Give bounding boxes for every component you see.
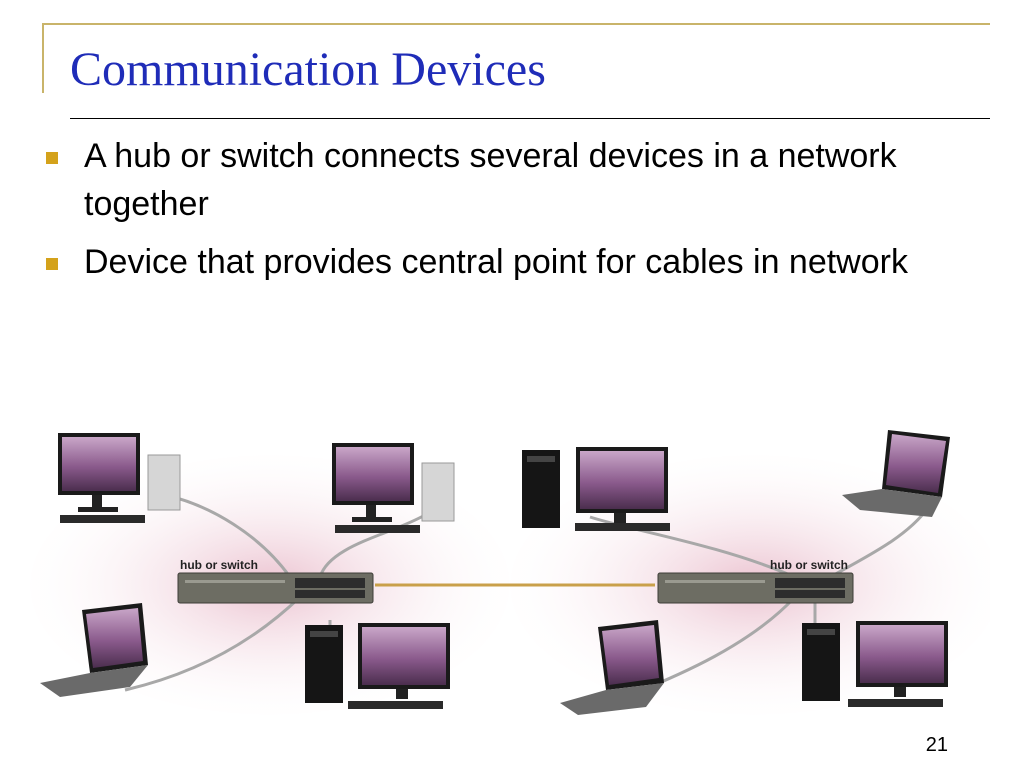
frame-top-line — [42, 23, 990, 25]
square-bullet-icon — [46, 152, 58, 164]
bullet-text: A hub or switch connects several devices… — [84, 137, 897, 223]
bullet-text: Device that provides central point for c… — [84, 243, 908, 281]
desktop-computer-icon — [58, 433, 181, 523]
desktop-computer-icon — [332, 443, 455, 533]
hub-right — [657, 572, 854, 604]
desktop-computer-icon — [802, 621, 948, 707]
hub-label-right: hub or switch — [770, 558, 848, 572]
desktop-computer-icon — [522, 447, 670, 531]
square-bullet-icon — [46, 258, 58, 270]
bullet-item: Device that provides central point for c… — [46, 238, 986, 286]
hub-left — [177, 572, 374, 604]
hub-label-left: hub or switch — [180, 558, 258, 572]
laptop-computer-icon — [40, 603, 148, 697]
bullet-list: A hub or switch connects several devices… — [46, 132, 986, 296]
laptop-computer-icon — [842, 430, 950, 517]
network-diagram: hub or switch hub or switch — [30, 430, 990, 715]
desktop-computer-icon — [305, 623, 450, 709]
frame-left-line — [42, 23, 44, 93]
page-number: 21 — [925, 734, 948, 756]
slide-title: Communication Devices — [70, 43, 546, 96]
bullet-item: A hub or switch connects several devices… — [46, 132, 986, 228]
laptop-computer-icon — [560, 620, 664, 715]
title-underline — [70, 118, 990, 119]
